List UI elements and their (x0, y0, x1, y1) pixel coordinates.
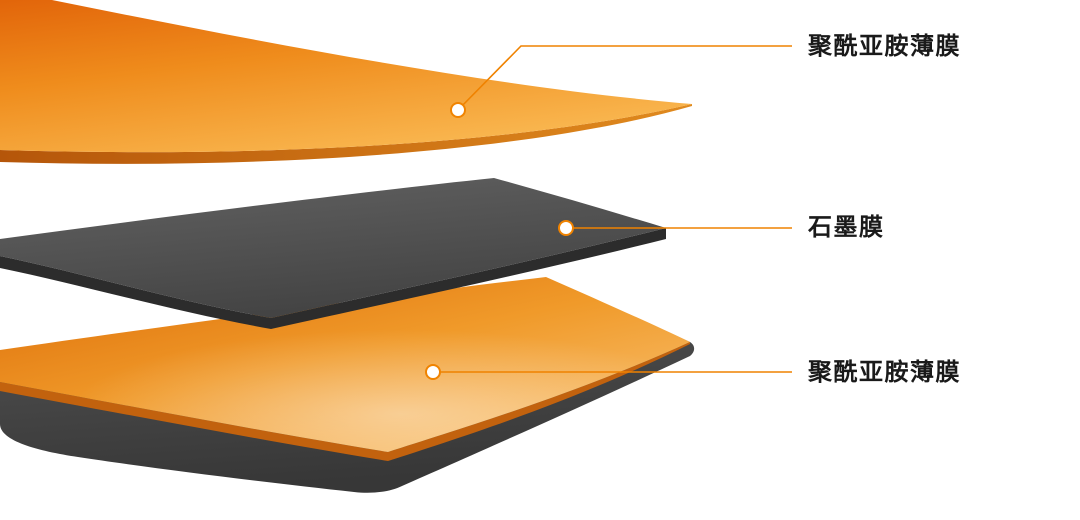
graphite-surface (0, 178, 666, 318)
callout-dot-middle (558, 220, 574, 236)
callout-top (450, 45, 792, 118)
label-bottom-polyimide-film: 聚酰亚胺薄膜 (808, 359, 961, 386)
callout-dot-bottom (425, 364, 441, 380)
layer-bottom-polyimide (0, 277, 690, 461)
callout-bottom (425, 364, 792, 380)
layer-top-polyimide (0, 0, 692, 164)
top-film-surface (0, 0, 692, 153)
layer-graphite (0, 178, 666, 329)
callout-middle (558, 220, 792, 236)
label-top-polyimide-film: 聚酰亚胺薄膜 (808, 33, 961, 60)
top-film-underside-edge (0, 104, 692, 164)
label-graphite-film: 石墨膜 (808, 214, 885, 241)
bottom-film-sheen (0, 277, 690, 452)
callout-line-top (457, 45, 792, 111)
callout-dot-top (450, 102, 466, 118)
graphite-underside-edge (0, 228, 666, 329)
bottom-film-underside-edge (0, 342, 690, 461)
